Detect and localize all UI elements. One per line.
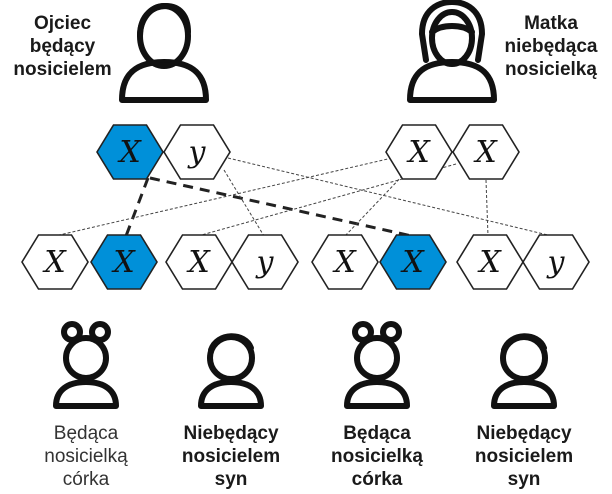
child-3-chromosome-1-letter: X — [332, 245, 357, 280]
child-3-label: Będąca nosicielką córka — [331, 423, 423, 490]
child-3-chromosome-1-shape — [311, 234, 379, 290]
child-2-label: Niebędący nosicielem syn — [181, 423, 281, 490]
child-4-chromosome-1-letter: X — [477, 245, 502, 280]
child-2-chromosome-2: y — [231, 234, 299, 290]
father-chromosome-y-shape — [163, 124, 231, 180]
y-line-father-to-son-1 — [223, 169, 265, 237]
carrier-line-father-to-daughter-2 — [149, 176, 413, 238]
father-chromosome-x-shape — [96, 124, 164, 180]
mother-chromosome-x-1-shape — [385, 124, 453, 180]
child-4-chromosome-2: y — [522, 234, 590, 290]
father-person-icon — [119, 3, 209, 103]
child-3-chromosome-1: X — [311, 234, 379, 290]
child-1-girl-icon — [53, 321, 119, 409]
child-3-chromosome-2-shape — [379, 234, 447, 290]
child-3-girl-icon — [344, 321, 410, 409]
inheritance-lines — [54, 157, 553, 238]
mother-chromosome-x-2-letter: X — [473, 135, 498, 170]
child-1-chromosome-1-letter: X — [42, 245, 67, 280]
child-4-boy-icon — [491, 333, 557, 409]
child-1-chromosome-1: X — [21, 234, 89, 290]
x-line-mother2-to-son-2 — [485, 179, 489, 237]
child-4-label: Niebędący nosicielem syn — [474, 423, 574, 490]
child-1-label: Będąca nosicielką córka — [44, 423, 128, 490]
child-1-chromosome-2-shape — [90, 234, 158, 290]
father-chromosome-y: y — [163, 124, 231, 180]
father-chromosome-x-letter: X — [117, 135, 142, 170]
child-2-chromosome-1: X — [165, 234, 233, 290]
father-label: Ojciec będący nosicielem — [13, 13, 112, 80]
mother-label: Matka niebędąca nosicielką — [504, 13, 598, 80]
father-chromosome-y-letter: y — [187, 135, 207, 170]
mother-chromosome-x-2: X — [452, 124, 520, 180]
mother-person-icon — [407, 0, 497, 103]
child-2-boy-icon — [198, 333, 264, 409]
child-1-chromosome-2: X — [90, 234, 158, 290]
child-3-chromosome-2-letter: X — [400, 245, 425, 280]
x-line-mother1-to-daughter-1 — [54, 157, 393, 237]
child-1-chromosome-2-letter: X — [111, 245, 136, 280]
child-4-chromosome-2-letter: y — [546, 245, 566, 280]
child-1-chromosome-1-shape — [21, 234, 89, 290]
mother-chromosome-x-2-shape — [452, 124, 520, 180]
mother-chromosome-x-1-letter: X — [406, 135, 431, 170]
y-line-father-to-son-2 — [227, 157, 553, 237]
carrier-line-father-to-daughter-1 — [124, 177, 150, 237]
child-2-chromosome-1-letter: X — [186, 245, 211, 280]
child-4-chromosome-1: X — [456, 234, 524, 290]
child-2-chromosome-2-letter: y — [255, 245, 275, 280]
father-chromosome-x: X — [96, 124, 164, 180]
mother-chromosome-x-1: X — [385, 124, 453, 180]
child-4-chromosome-2-shape — [522, 234, 590, 290]
child-3-chromosome-2: X — [379, 234, 447, 290]
child-2-chromosome-2-shape — [231, 234, 299, 290]
